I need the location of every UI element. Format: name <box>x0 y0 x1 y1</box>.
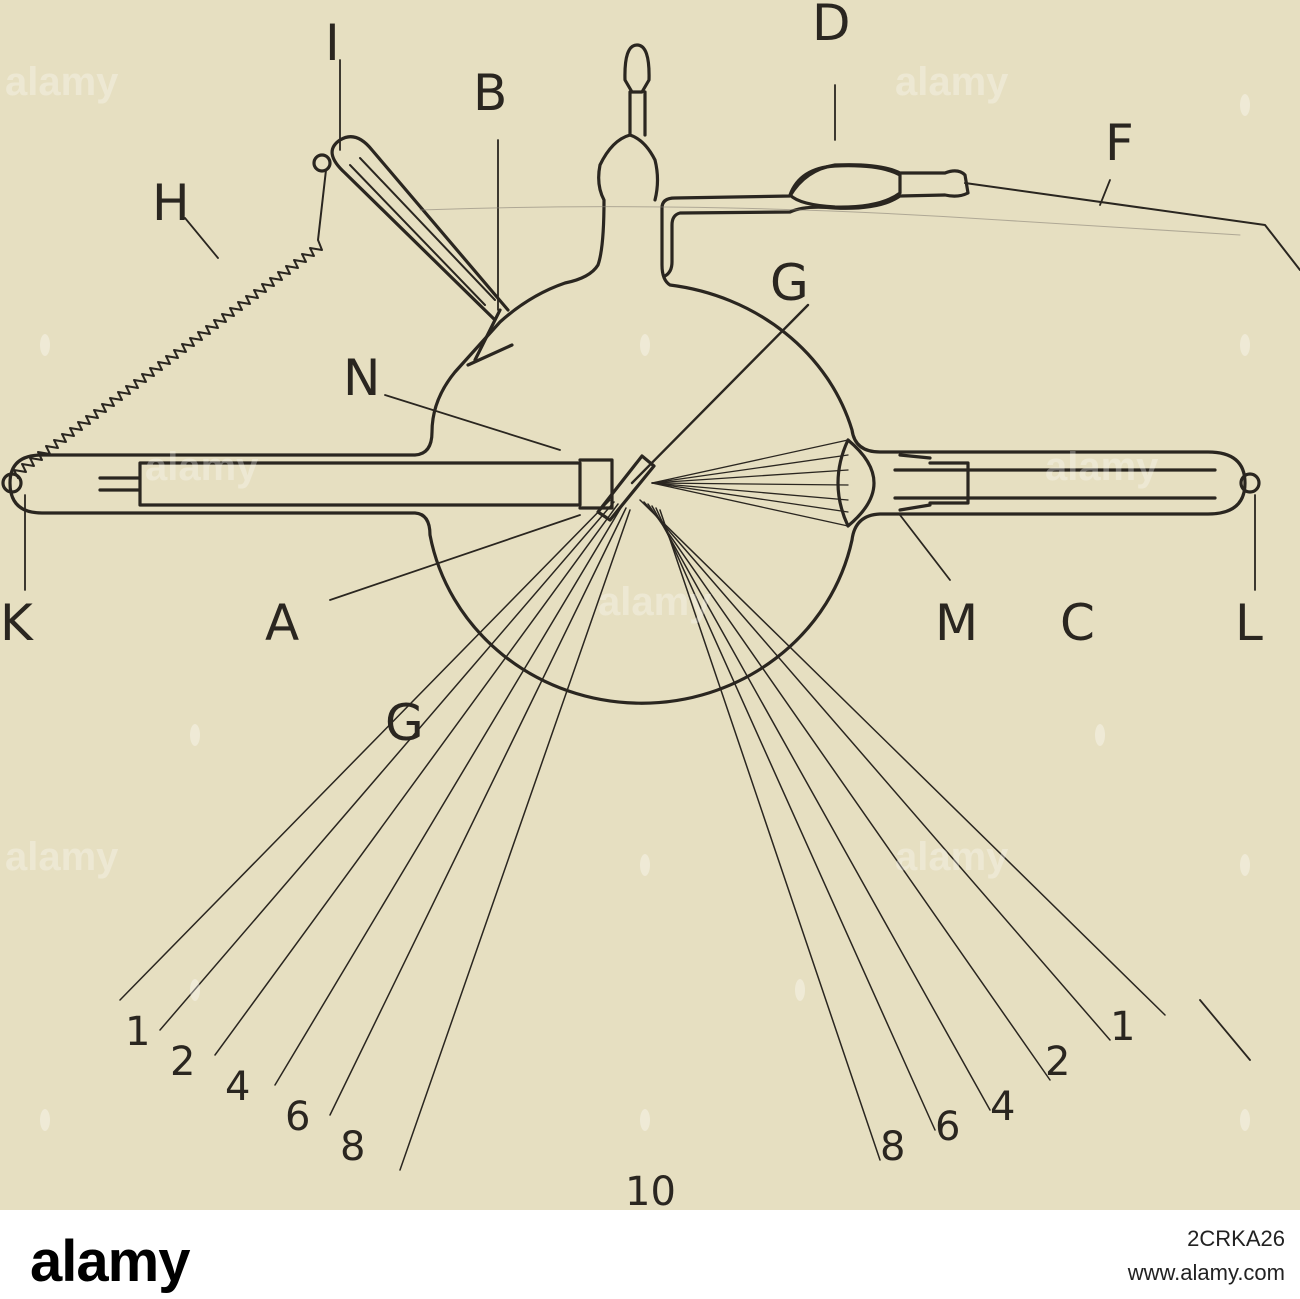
ray-label-right-8: 8 <box>880 1124 905 1170</box>
cathode-head <box>578 458 614 510</box>
watermark-7: alamy <box>895 835 1009 879</box>
watermark-1: alamy <box>5 60 119 104</box>
ray-label-left-8: 8 <box>340 1124 365 1170</box>
label-g-top: G <box>770 254 809 312</box>
watermark-dots <box>40 94 1250 1131</box>
terminal-l <box>1239 472 1261 494</box>
ray-label-right-1: 1 <box>1110 1004 1135 1050</box>
label-a: A <box>265 594 299 652</box>
ray-label-left-6: 6 <box>285 1094 310 1140</box>
ray-label-right-2: 2 <box>1045 1039 1070 1085</box>
anode-assembly <box>836 438 1217 528</box>
cathode-tube <box>98 461 582 507</box>
label-k: K <box>0 594 34 652</box>
brand-logo: alamy <box>30 1229 190 1294</box>
ray-label-right-6: 6 <box>935 1104 960 1150</box>
footer-bar: alamy 2CRKA26 www.alamy.com <box>0 1210 1300 1299</box>
watermark-4: alamy <box>1045 445 1159 489</box>
xray-tube-diagram: I B D F H G N K A M C L G 1 2 4 6 8 8 6 … <box>0 0 1300 1210</box>
top-nozzle <box>623 43 651 137</box>
watermark-2: alamy <box>895 60 1009 104</box>
terminal-i <box>312 153 332 173</box>
regulator-chamber <box>788 164 902 209</box>
side-arm-rod <box>349 157 496 306</box>
label-g-bottom: G <box>385 694 424 752</box>
rays-right <box>639 499 1166 1161</box>
label-d: D <box>812 0 851 52</box>
spring-h <box>13 169 327 479</box>
terminal-k <box>1 472 23 494</box>
label-f: F <box>1105 114 1134 172</box>
watermark-6: alamy <box>5 835 119 879</box>
label-h: H <box>152 174 190 232</box>
image-id: 2CRKA26 <box>1187 1226 1285 1251</box>
side-arm <box>330 135 514 367</box>
leader-lines <box>24 59 1256 1061</box>
anticathode <box>596 454 656 522</box>
wire-f <box>964 182 1300 271</box>
label-m: M <box>935 594 978 652</box>
ray-label-right-4: 4 <box>990 1084 1015 1130</box>
ray-label-left-2: 2 <box>170 1039 195 1085</box>
label-l: L <box>1235 594 1263 652</box>
ray-label-left-4: 4 <box>225 1064 250 1110</box>
label-i: I <box>325 14 340 72</box>
label-n: N <box>343 349 380 407</box>
site-url[interactable]: www.alamy.com <box>1127 1260 1285 1285</box>
glass-envelope <box>8 133 1247 705</box>
ray-label-left-1: 1 <box>125 1009 150 1055</box>
ray-g-up <box>630 303 810 485</box>
bottom-number: 10 <box>625 1169 676 1210</box>
label-b: B <box>473 64 507 122</box>
watermark-5: alamy <box>598 580 712 624</box>
label-c: C <box>1060 594 1095 652</box>
diagram-stage: I B D F H G N K A M C L G 1 2 4 6 8 8 6 … <box>0 0 1300 1210</box>
rays-left <box>119 499 631 1171</box>
watermark-3: alamy <box>145 445 259 489</box>
guide-line <box>419 206 1241 236</box>
cathode-cone <box>651 439 849 527</box>
